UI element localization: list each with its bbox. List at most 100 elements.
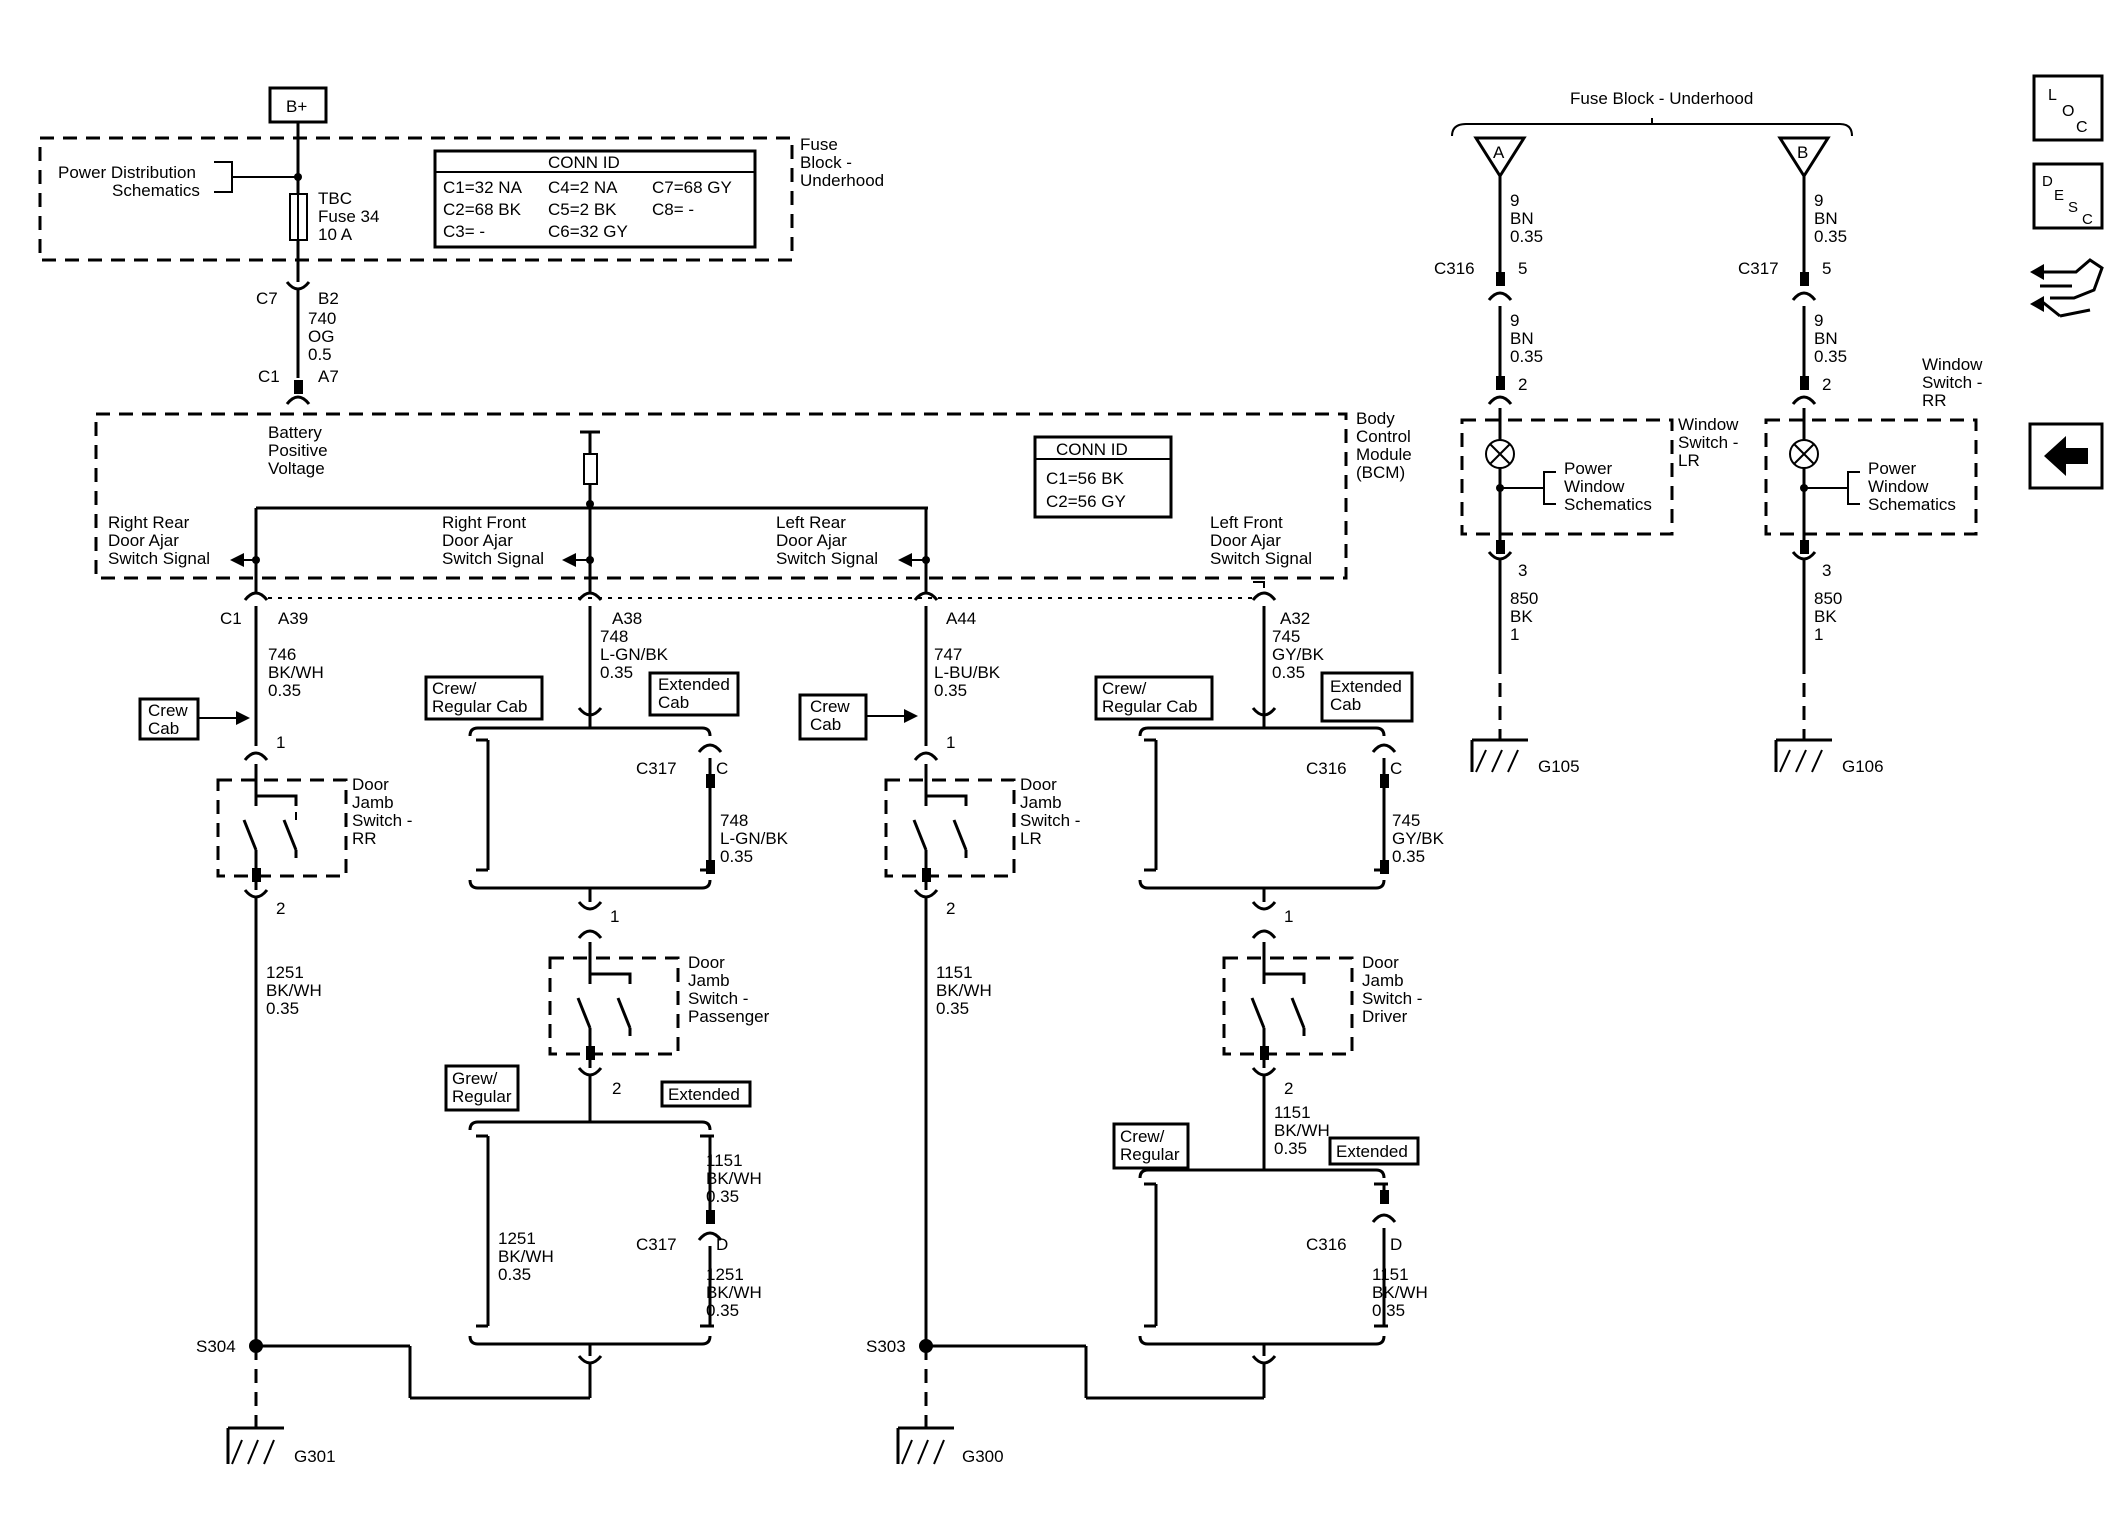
lr-w1151-2: BK/WH xyxy=(936,981,992,1000)
door-jamb-switch-driver xyxy=(1222,956,1354,1056)
w9d-3: 0.35 xyxy=(1814,347,1847,366)
fuse-block-section: B+ Fuse Block - Underhood Power Distribu… xyxy=(38,86,884,282)
w747-1: 747 xyxy=(934,645,962,664)
ext-drv: Extended xyxy=(1336,1142,1408,1161)
lf-signal-1: Left Front xyxy=(1210,513,1283,532)
extended-cab-box-lf xyxy=(1320,671,1414,723)
w747-3: 0.35 xyxy=(934,681,967,700)
rr-pin-1: 1 xyxy=(276,733,285,752)
pass-pin-1: 1 xyxy=(610,907,619,926)
crew-cab-lr-1: Crew xyxy=(810,697,850,716)
crew-reg-rf-2: Regular Cab xyxy=(432,697,527,716)
fuse-block-outline xyxy=(38,136,794,262)
harness-icon[interactable] xyxy=(2039,258,2104,318)
drv-name-1: Door xyxy=(1362,953,1399,972)
fuse-a-label: A xyxy=(1493,143,1505,162)
desc-icon[interactable] xyxy=(2032,162,2104,230)
pass-c317-upper: C317 xyxy=(636,759,677,778)
w9d-1: 9 xyxy=(1814,311,1823,330)
desc-button[interactable]: D E S C xyxy=(2032,162,2104,230)
w850b-2: BK xyxy=(1814,607,1837,626)
crew-reg-rf-1: Crew/ xyxy=(432,679,477,698)
drv-c316-lower: C316 xyxy=(1306,1235,1347,1254)
pin-a44: A44 xyxy=(946,609,976,628)
bcm-label-4: (BCM) xyxy=(1356,463,1405,482)
c316-right: C316 xyxy=(1434,259,1475,278)
connector-view-button[interactable] xyxy=(2030,258,2104,318)
driver-door-circuit: Crew/ Regular Cab Extended Cab C316 C 74… xyxy=(1094,606,1445,1398)
pws-rr-1: Power xyxy=(1868,459,1917,478)
fuse-a-symbol xyxy=(1473,136,1527,179)
bcm-module: Body Control Module (BCM) Battery Positi… xyxy=(94,409,1412,592)
splice-s303-label: S303 xyxy=(866,1337,906,1356)
pin-2a: 2 xyxy=(1518,375,1527,394)
drv-w745-2: GY/BK xyxy=(1392,829,1445,848)
lr-signal-3: Switch Signal xyxy=(776,549,878,568)
crew-regular-cab-box-lf xyxy=(1094,675,1214,721)
pass-c-pin: C xyxy=(716,759,728,778)
loc-icon[interactable] xyxy=(2032,74,2104,142)
desc-c: C xyxy=(2082,211,2093,228)
ws-rr-1: Window xyxy=(1922,355,1983,374)
crew-drv-2: Regular xyxy=(1120,1145,1180,1164)
pds-label-2: Schematics xyxy=(112,181,200,200)
lr-switch-name-4: LR xyxy=(1020,829,1042,848)
desc-s: S xyxy=(2068,199,2078,216)
fuse-rating: 10 A xyxy=(318,225,353,244)
lr-pin-2: 2 xyxy=(946,899,955,918)
w9c-2: BN xyxy=(1814,209,1838,228)
drv-w1151b-2: BK/WH xyxy=(1372,1283,1428,1302)
pin-5b: 5 xyxy=(1822,259,1831,278)
conn-id-c7: C7=68 GY xyxy=(652,178,732,197)
loc-button[interactable]: L O C xyxy=(2032,74,2104,142)
rr-w1251-3: 0.35 xyxy=(266,999,299,1018)
power-window-feed-section: Fuse Block - Underhood A 9 BN 0.35 C316 … xyxy=(1434,89,1983,776)
lr-switch-name-1: Door xyxy=(1020,775,1057,794)
pws-lr-1: Power xyxy=(1564,459,1613,478)
bat-label-3: Voltage xyxy=(268,459,325,478)
fuse-block-label-3: Underhood xyxy=(800,171,884,190)
pin-2b: 2 xyxy=(1822,375,1831,394)
drv-w745-3: 0.35 xyxy=(1392,847,1425,866)
fuse-b-label: B xyxy=(1797,143,1808,162)
feed-gauge: 0.5 xyxy=(308,345,332,364)
bcm-output-pins: C1 A39 746 BK/WH 0.35 A38 748 L-GN/BK 0.… xyxy=(220,581,1325,700)
back-arrow-icon[interactable] xyxy=(2044,436,2088,476)
lr-pin-1: 1 xyxy=(946,733,955,752)
conn-id-c8: C8= - xyxy=(652,200,694,219)
pin-a32: A32 xyxy=(1280,609,1310,628)
window-switch-lr xyxy=(1460,418,1674,536)
pass-name-2: Jamb xyxy=(688,971,730,990)
rr-signal-3: Switch Signal xyxy=(108,549,210,568)
conn-id-c2: C2=68 BK xyxy=(443,200,522,219)
fuse-b-symbol xyxy=(1777,136,1831,179)
conn-id-table-bcm xyxy=(1033,435,1173,519)
lr-switch-name-3: Switch - xyxy=(1020,811,1080,830)
drv-c316-upper: C316 xyxy=(1306,759,1347,778)
crew-reg-lf-1: Crew/ xyxy=(1102,679,1147,698)
grew-1: Grew/ xyxy=(452,1069,498,1088)
extended-box-pass xyxy=(660,1080,752,1108)
pass-w1151-3: 0.35 xyxy=(706,1187,739,1206)
rr-signal-1: Right Rear xyxy=(108,513,190,532)
drv-w1151a-1: 1151 xyxy=(1274,1103,1311,1122)
fuse-block-label-1: Fuse xyxy=(800,135,838,154)
bcm-label-2: Control xyxy=(1356,427,1411,446)
lf-signal-3: Switch Signal xyxy=(1210,549,1312,568)
w9c-3: 0.35 xyxy=(1814,227,1847,246)
desc-e: E xyxy=(2054,187,2064,204)
rr-w1251-2: BK/WH xyxy=(266,981,322,1000)
w9a-3: 0.35 xyxy=(1510,227,1543,246)
drv-w745-1: 745 xyxy=(1392,811,1420,830)
rr-door-jamb-circuit: Crew Cab 1 Door Jamb Switch - RR 2 1251 … xyxy=(138,606,590,1466)
pass-w1251a-2: BK/WH xyxy=(498,1247,554,1266)
back-button[interactable] xyxy=(2028,422,2104,490)
loc-l: L xyxy=(2048,87,2057,104)
w9c-1: 9 xyxy=(1814,191,1823,210)
w746-1: 746 xyxy=(268,645,296,664)
crew-drv-1: Crew/ xyxy=(1120,1127,1165,1146)
w850a-2: BK xyxy=(1510,607,1533,626)
pass-w748-3: 0.35 xyxy=(720,847,753,866)
conn-id-c6: C6=32 GY xyxy=(548,222,628,241)
